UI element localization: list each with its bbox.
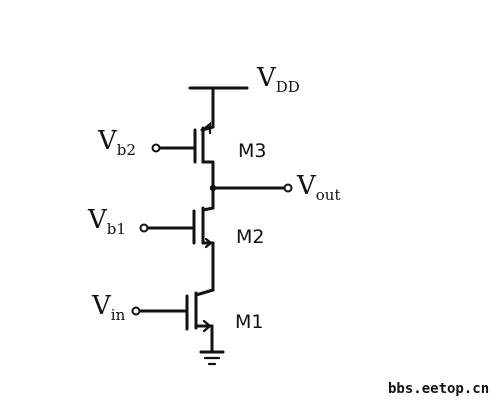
vb2-terminal xyxy=(151,143,161,153)
vb1-label: Vb1 xyxy=(87,205,126,238)
output-node xyxy=(209,183,293,210)
vin-terminal xyxy=(131,306,141,316)
m3-label: M3 xyxy=(238,140,266,162)
ground-icon xyxy=(199,350,225,366)
vb1-terminal xyxy=(139,223,149,233)
transistor-m1 xyxy=(138,288,215,354)
m2-label: M2 xyxy=(236,226,264,248)
transistor-m3 xyxy=(158,121,215,190)
vout-label: Vout xyxy=(296,171,341,204)
watermark: bbs.eetop.cn xyxy=(388,381,489,397)
vb2-label: Vb2 xyxy=(97,126,136,159)
vdd-label: VDD xyxy=(256,63,300,96)
vdd-rail xyxy=(188,86,249,129)
vin-label: Vin xyxy=(91,291,126,324)
m1-label: M1 xyxy=(235,311,263,333)
transistor-m2 xyxy=(146,206,215,292)
